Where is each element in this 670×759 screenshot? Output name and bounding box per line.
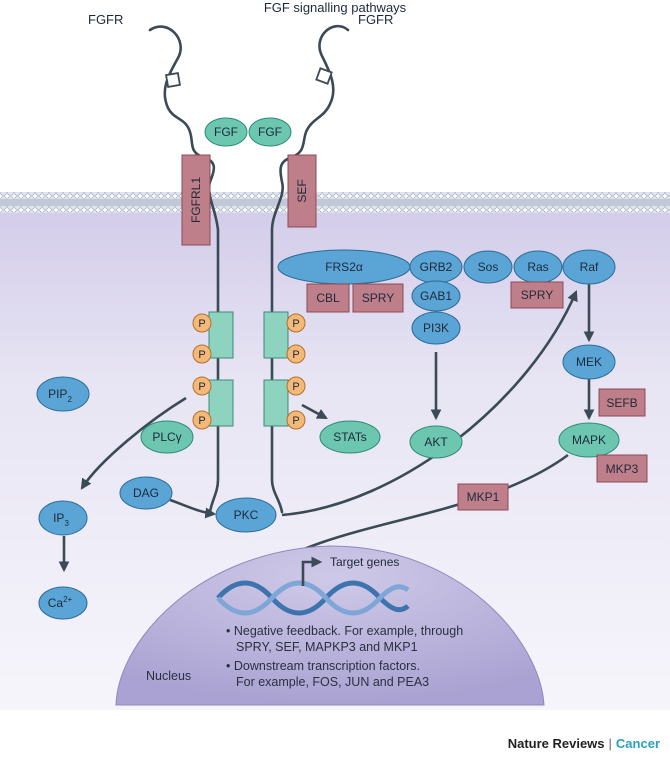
nucleus-bullet-1: • Negative feedback. For example, throug… [226,624,463,638]
ras-node: Ras [513,250,563,284]
svg-text:MKP1: MKP1 [467,490,500,504]
sef-protein: SEF [287,154,317,228]
nucleus-bullet-1-line2: SPRY, SEF, MAPKP3 and MKP1 [236,640,418,654]
svg-text:SEF: SEF [295,179,309,202]
frs2a-node: FRS2α [277,249,411,285]
grb2-node: GRB2 [409,250,463,284]
svg-text:P: P [292,349,299,361]
svg-text:P: P [198,349,205,361]
fgfr-label-left: FGFR [88,12,123,27]
svg-text:FRS2α: FRS2α [325,260,363,274]
dna-helix-icon [216,580,410,616]
svg-text:P: P [292,318,299,330]
nucleus-label: Nucleus [146,669,191,683]
raf-node: Raf [562,249,616,285]
journal-credit: Nature Reviews|Cancer [507,736,660,751]
phosphate-left-2: P [192,344,212,364]
svg-text:Raf: Raf [580,260,599,274]
svg-text:GRB2: GRB2 [420,260,453,274]
cbl-inhibitor: CBL [306,283,350,313]
spry-inhibitor-ras: SPRY [510,281,564,309]
svg-text:MAPK: MAPK [572,433,606,447]
svg-text:FGFRL1: FGFRL1 [189,177,203,223]
ca-node: Ca2+ [38,586,88,620]
diagram-title: FGF signalling pathways [264,0,407,15]
kinase-domain-left-upper [208,311,234,359]
sefb-inhibitor: SEFB [598,388,646,417]
svg-text:P: P [198,415,205,427]
svg-text:P: P [292,415,299,427]
pi3k-node: PI3K [411,311,461,345]
phosphate-left-4: P [192,410,212,430]
svg-text:P: P [198,381,205,393]
nucleus-bullet-2: • Downstream transcription factors. [226,659,420,673]
svg-text:PIP2: PIP2 [48,387,72,404]
svg-text:CBL: CBL [316,291,340,305]
fgfr-right-chain [270,24,350,514]
phosphate-right-1: P [286,313,306,333]
svg-text:PI3K: PI3K [423,321,449,335]
svg-text:GAB1: GAB1 [420,289,452,303]
phosphate-left-1: P [192,313,212,333]
svg-text:Ras: Ras [527,260,548,274]
fgfr-left-chain [148,25,220,514]
kinase-domain-right-lower [263,379,289,427]
stats-node: STATs [319,420,381,454]
arrow-pip2-ip3 [80,396,187,490]
svg-text:MEK: MEK [576,355,602,369]
fgfr-right-domain [315,67,333,85]
target-genes-arrow [301,556,323,586]
pkc-node: PKC [215,497,277,533]
svg-text:IP3: IP3 [53,511,69,528]
journal-name: Cancer [615,736,660,751]
arrow-phospho-stats [301,403,328,420]
svg-text:SEFB: SEFB [606,396,637,410]
target-genes-label: Target genes [330,555,399,569]
kinase-domain-left-lower [208,379,234,427]
fgfr-left-domain [165,72,181,88]
phosphate-left-3: P [192,376,212,396]
fgfrl1-protein: FGFRL1 [181,154,211,246]
publisher-name: Nature Reviews [507,736,605,751]
sos-node: Sos [463,250,513,284]
nucleus-bullet-2-line2: For example, FOS, JUN and PEA3 [236,675,429,689]
pip2-node: PIP2 [36,376,90,412]
svg-text:P: P [198,318,205,330]
svg-text:Sos: Sos [478,260,499,274]
mkp3-inhibitor: MKP3 [596,454,648,483]
svg-text:STATs: STATs [333,430,367,444]
gab1-node: GAB1 [411,280,461,312]
svg-text:MKP3: MKP3 [606,462,639,476]
phosphate-right-2: P [286,344,306,364]
nucleus [115,545,545,706]
ip3-node: IP3 [38,500,88,536]
akt-node: AKT [409,425,463,459]
svg-text:FGF: FGF [214,125,238,139]
phosphate-right-3: P [286,376,306,396]
mek-node: MEK [562,344,616,380]
svg-text:SPRY: SPRY [521,288,553,302]
svg-text:AKT: AKT [424,435,448,449]
plcg-node: PLCγ [140,420,194,454]
svg-text:PKC: PKC [234,508,259,522]
arrow-dag-pkc [169,498,217,519]
svg-text:FGF: FGF [258,125,282,139]
svg-text:P: P [292,381,299,393]
phosphate-right-4: P [286,410,306,430]
dag-node: DAG [119,476,173,510]
fgfr-label-right: FGFR [358,12,393,27]
svg-text:PLCγ: PLCγ [152,430,181,444]
fgf-ligand-left: FGF [204,117,248,147]
svg-text:SPRY: SPRY [362,291,394,305]
svg-text:Ca2+: Ca2+ [48,595,73,610]
spry-inhibitor-frs2a: SPRY [352,283,404,313]
mapk-node: MAPK [558,422,620,458]
svg-text:DAG: DAG [133,486,159,500]
fgf-ligand-right: FGF [248,117,292,147]
kinase-domain-right-upper [263,311,289,359]
mkp1-inhibitor: MKP1 [457,483,509,511]
cell-membrane [0,192,670,213]
